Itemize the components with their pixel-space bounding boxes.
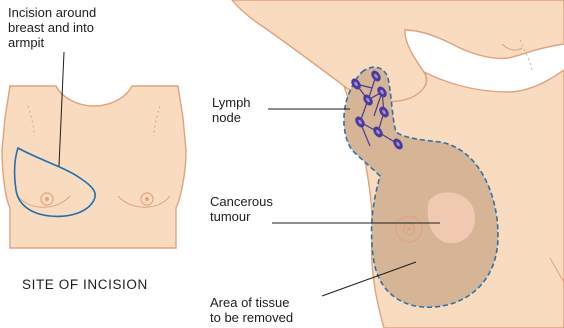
torso-body bbox=[2, 86, 186, 248]
torso-front-view bbox=[2, 52, 186, 248]
enlarged-side-view bbox=[232, 0, 564, 328]
tumour-label: Cancerous tumour bbox=[210, 194, 273, 224]
incision-label: Incision around breast and into armpit bbox=[8, 5, 96, 50]
upper-arm bbox=[232, 0, 564, 101]
tissue-label: Area of tissue to be removed bbox=[210, 295, 293, 325]
site-of-incision-caption: SITE OF INCISION bbox=[22, 277, 148, 292]
lymph-node-label: Lymph node bbox=[212, 95, 251, 125]
